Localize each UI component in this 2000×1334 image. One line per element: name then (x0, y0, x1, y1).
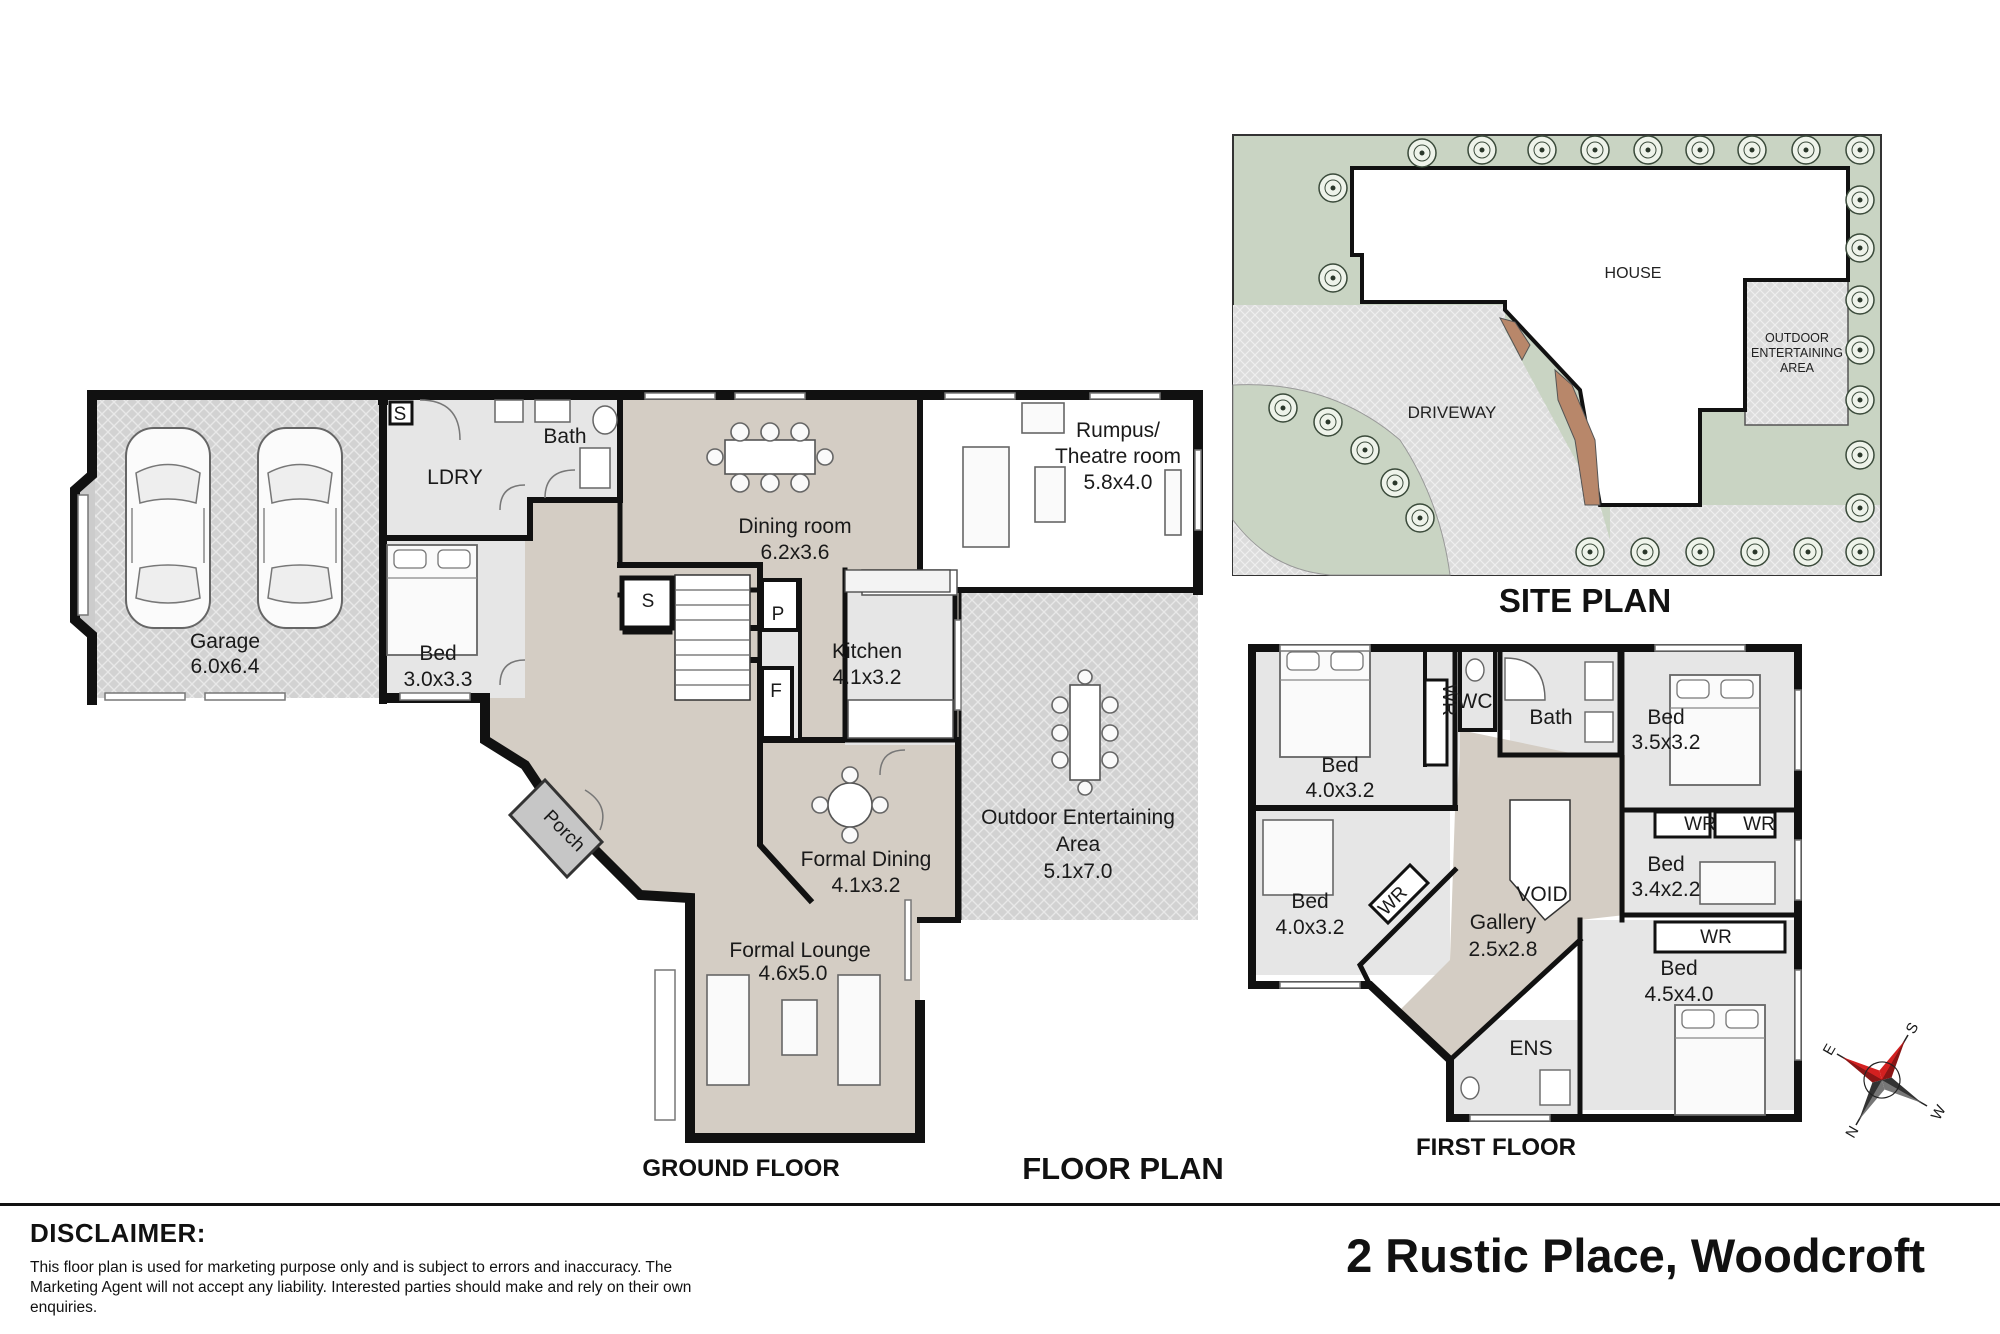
formal-dining-size: 4.1x3.2 (832, 874, 901, 897)
first-wr-2 (1653, 810, 1712, 839)
first-wr-4 (1367, 862, 1431, 926)
first-wr-3-label: WR (1743, 814, 1775, 835)
first-floor-heading: FIRST FLOOR (1416, 1134, 1576, 1161)
property-address: 2 Rustic Place, Woodcroft (1346, 1229, 1925, 1282)
outdoor-label-2: Area (1056, 833, 1101, 856)
garage-size: 6.0x6.4 (191, 655, 260, 678)
laundry-storage (388, 400, 414, 426)
rumpus-label-2: Theatre room (1055, 445, 1181, 468)
first-bed5-size: 4.5x4.0 (1645, 983, 1714, 1006)
ground-floor-plan: Garage 6.0x6.4 S LDRY Bath Bed 3.0x3.3 D… (70, 390, 1203, 1143)
laundry-storage-label: S (394, 404, 407, 425)
porch (507, 777, 605, 880)
first-floor-plan: Bed 4.0x3.2 WR WC Bath Bed 3.5x3.2 WR WR… (1248, 644, 1802, 1122)
site-house-label: HOUSE (1605, 265, 1662, 282)
gallery-size: 2.5x2.8 (1469, 938, 1538, 961)
first-wc-label: WC (1458, 690, 1493, 713)
outdoor-table (1051, 669, 1119, 796)
garage-label: Garage (190, 630, 260, 653)
site-outdoor-label-1: OUTDOOR (1765, 331, 1829, 345)
first-bed3-size: 3.4x2.2 (1632, 878, 1701, 901)
compass-w: N (1842, 1123, 1862, 1141)
disclaimer-text: This floor plan is used for marketing pu… (30, 1259, 692, 1316)
rumpus-label-1: Rumpus/ (1076, 419, 1160, 442)
laundry-label: LDRY (427, 466, 483, 489)
first-wr-2-label: WR (1684, 814, 1716, 835)
site-driveway-label: DRIVEWAY (1408, 403, 1497, 422)
disclaimer-title: DISCLAIMER: (30, 1218, 206, 1248)
formal-lounge-size: 4.6x5.0 (759, 962, 828, 985)
stair-storage (619, 575, 675, 631)
first-bed2-label: Bed (1647, 706, 1684, 729)
kitchen-size: 4.1x3.2 (833, 666, 902, 689)
ground-stair (674, 574, 751, 701)
pantry-label: P (772, 604, 785, 625)
first-wr-1-label: WR (1438, 684, 1459, 716)
site-outdoor-label-2: ENTERTAINING (1751, 346, 1843, 360)
compass-s: W (1928, 1102, 1950, 1123)
stair-storage-label: S (642, 591, 655, 612)
fridge-space (760, 666, 794, 740)
first-bath-label: Bath (1529, 706, 1572, 729)
dining-room-size: 6.2x3.6 (761, 541, 830, 564)
kitchen-label: Kitchen (832, 640, 902, 663)
ground-bath-label: Bath (543, 425, 586, 448)
first-bed2-size: 3.5x3.2 (1632, 731, 1701, 754)
floor-plan-heading: FLOOR PLAN (1022, 1151, 1224, 1186)
compass-n: E (1820, 1041, 1840, 1058)
compass-e: S (1903, 1020, 1923, 1037)
compass-icon: E S W N (1820, 1020, 1950, 1141)
formal-lounge-label: Formal Lounge (729, 939, 870, 962)
dining-table (706, 422, 834, 493)
first-wr-3 (1713, 810, 1777, 839)
first-wr-5-label: WR (1700, 927, 1732, 948)
first-wr-5 (1653, 920, 1787, 954)
ground-bed-size: 3.0x3.3 (404, 668, 473, 691)
site-plan-heading: SITE PLAN (1499, 582, 1671, 619)
first-bed4-label: Bed (1291, 890, 1328, 913)
outdoor-size: 5.1x7.0 (1044, 860, 1113, 883)
site-plan: HOUSE DRIVEWAY OUTDOOR ENTERTAINING AREA (1232, 134, 1882, 576)
outdoor-label-1: Outdoor Entertaining (981, 806, 1175, 829)
first-bed5-label: Bed (1660, 957, 1697, 980)
void-label: VOID (1516, 883, 1567, 906)
pantry (760, 578, 800, 632)
dining-room-label: Dining room (738, 515, 851, 538)
first-bed4-size: 4.0x3.2 (1276, 916, 1345, 939)
first-bed3-label: Bed (1647, 853, 1684, 876)
ground-bed-label: Bed (419, 642, 456, 665)
first-bed1-label: Bed (1321, 754, 1358, 777)
fridge-label: F (770, 681, 782, 702)
formal-dining-label: Formal Dining (801, 848, 932, 871)
gallery-label: Gallery (1470, 911, 1537, 934)
footer-divider (0, 1203, 2000, 1206)
ensuite-label: ENS (1509, 1037, 1552, 1060)
first-bed1-size: 4.0x3.2 (1306, 779, 1375, 802)
first-wr-1 (1423, 678, 1449, 767)
ground-floor-heading: GROUND FLOOR (642, 1155, 839, 1182)
site-outdoor-label-3: AREA (1780, 361, 1815, 375)
rumpus-size: 5.8x4.0 (1084, 471, 1153, 494)
